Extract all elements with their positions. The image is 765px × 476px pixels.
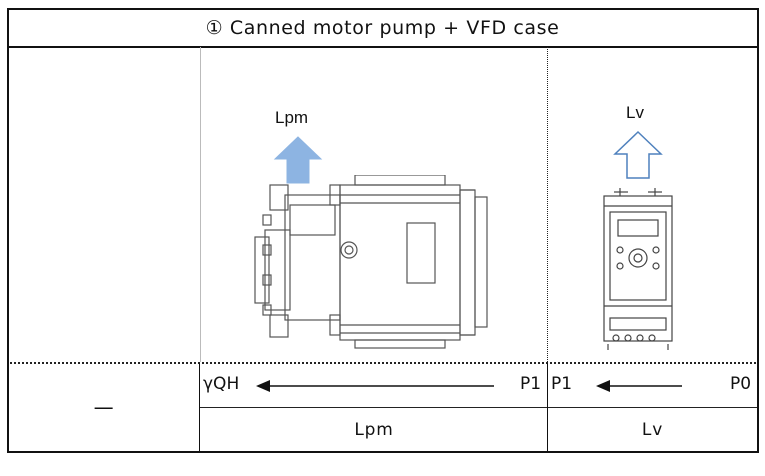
flow-row-bottom-border — [200, 407, 759, 408]
image-row-bottom-border — [7, 362, 759, 364]
canned-motor-pump-icon — [254, 175, 488, 349]
title-bottom-border — [7, 46, 759, 48]
flow-right-arrow — [596, 380, 682, 392]
flow-left-end-label: P1 — [520, 374, 542, 394]
image-row-divider-left — [200, 47, 201, 362]
vfd-drive-icon — [603, 188, 673, 350]
pump-loss-cell: Lpm — [354, 420, 394, 440]
flow-right-start-label: P1 — [551, 374, 573, 394]
image-row-divider-right — [547, 47, 548, 362]
table-right-border — [757, 8, 759, 453]
flow-left-arrow — [256, 380, 494, 392]
flow-left-start-label: γQH — [203, 374, 240, 394]
bottom-divider-right — [547, 363, 548, 452]
vfd-loss-arrow-icon — [613, 130, 663, 179]
vfd-loss-cell: Lv — [641, 420, 664, 440]
table-left-border — [7, 8, 9, 453]
bottom-divider-left — [199, 363, 200, 452]
table-title: ① Canned motor pump + VFD case — [205, 17, 560, 39]
flow-right-end-label: P0 — [730, 374, 752, 394]
left-dash-cell: — — [93, 395, 115, 419]
vfd-loss-label: Lv — [626, 103, 644, 122]
table-bottom-border — [7, 451, 759, 453]
pump-loss-arrow-icon — [273, 136, 323, 184]
pump-loss-label: Lpm — [275, 108, 309, 127]
table-top-border — [7, 8, 759, 10]
